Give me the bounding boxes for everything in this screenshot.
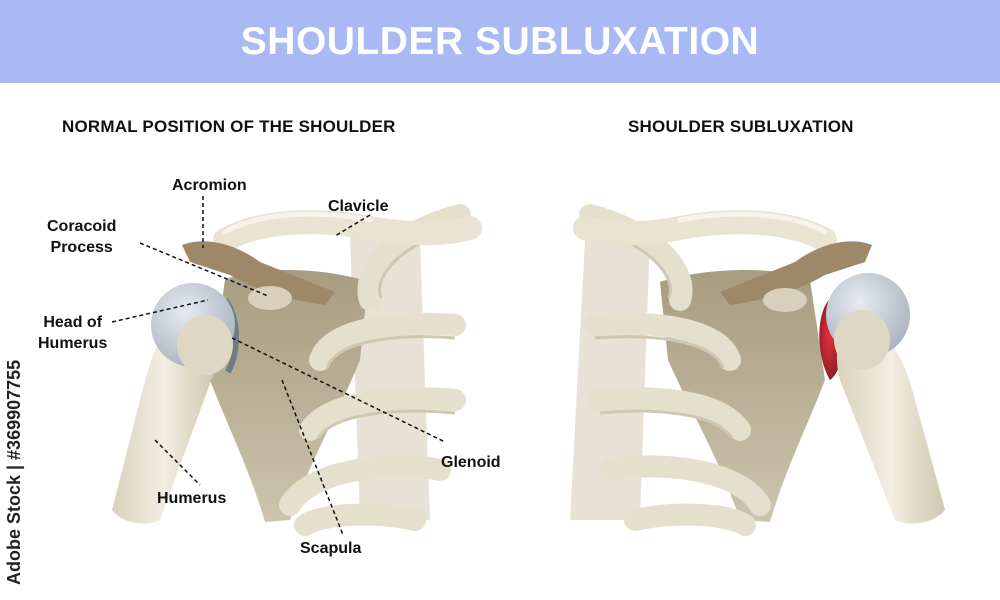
coracoid-label-line1: Coracoid [47,218,117,235]
head-label-line2: Humerus [38,335,108,352]
stock-watermark-id: Adobe Stock | #369907755 [4,359,24,585]
subluxation-panel-title: SHOULDER SUBLUXATION [628,117,854,136]
label-leader-lines [111,196,446,536]
coracoid-bone [763,288,807,312]
coracoid-process-label: Coracoid Process [47,216,116,258]
subluxated-shoulder-illustration [570,204,945,536]
rib-cage-back [570,235,650,520]
head-leader [111,299,209,323]
coracoid-label-line2: Process [50,239,113,256]
humerus-leader [154,439,201,486]
title-banner: SHOULDER SUBLUXATION [0,0,1000,83]
coracoid-leader [139,242,269,297]
glenoid-label: Glenoid [441,454,501,471]
humerus-label: Humerus [157,490,227,507]
humerus-bone [836,320,945,524]
acromion-bone [720,241,872,305]
normal-shoulder-illustration [112,204,482,536]
acromion-bone [182,241,335,305]
acromion-label: Acromion [172,177,247,194]
clavicle-bone [573,210,837,252]
normal-panel-title: NORMAL POSITION OF THE SHOULDER [62,117,396,136]
glenoid-leader [231,337,446,443]
clavicle-bone [213,210,482,252]
clavicle-label: Clavicle [328,198,389,215]
main-title: SHOULDER SUBLUXATION [240,19,760,63]
coracoid-bone [248,286,292,310]
head-label-line1: Head of [43,314,103,331]
head-of-humerus-label: Head of Humerus [38,312,107,354]
scapula-label: Scapula [300,540,362,557]
